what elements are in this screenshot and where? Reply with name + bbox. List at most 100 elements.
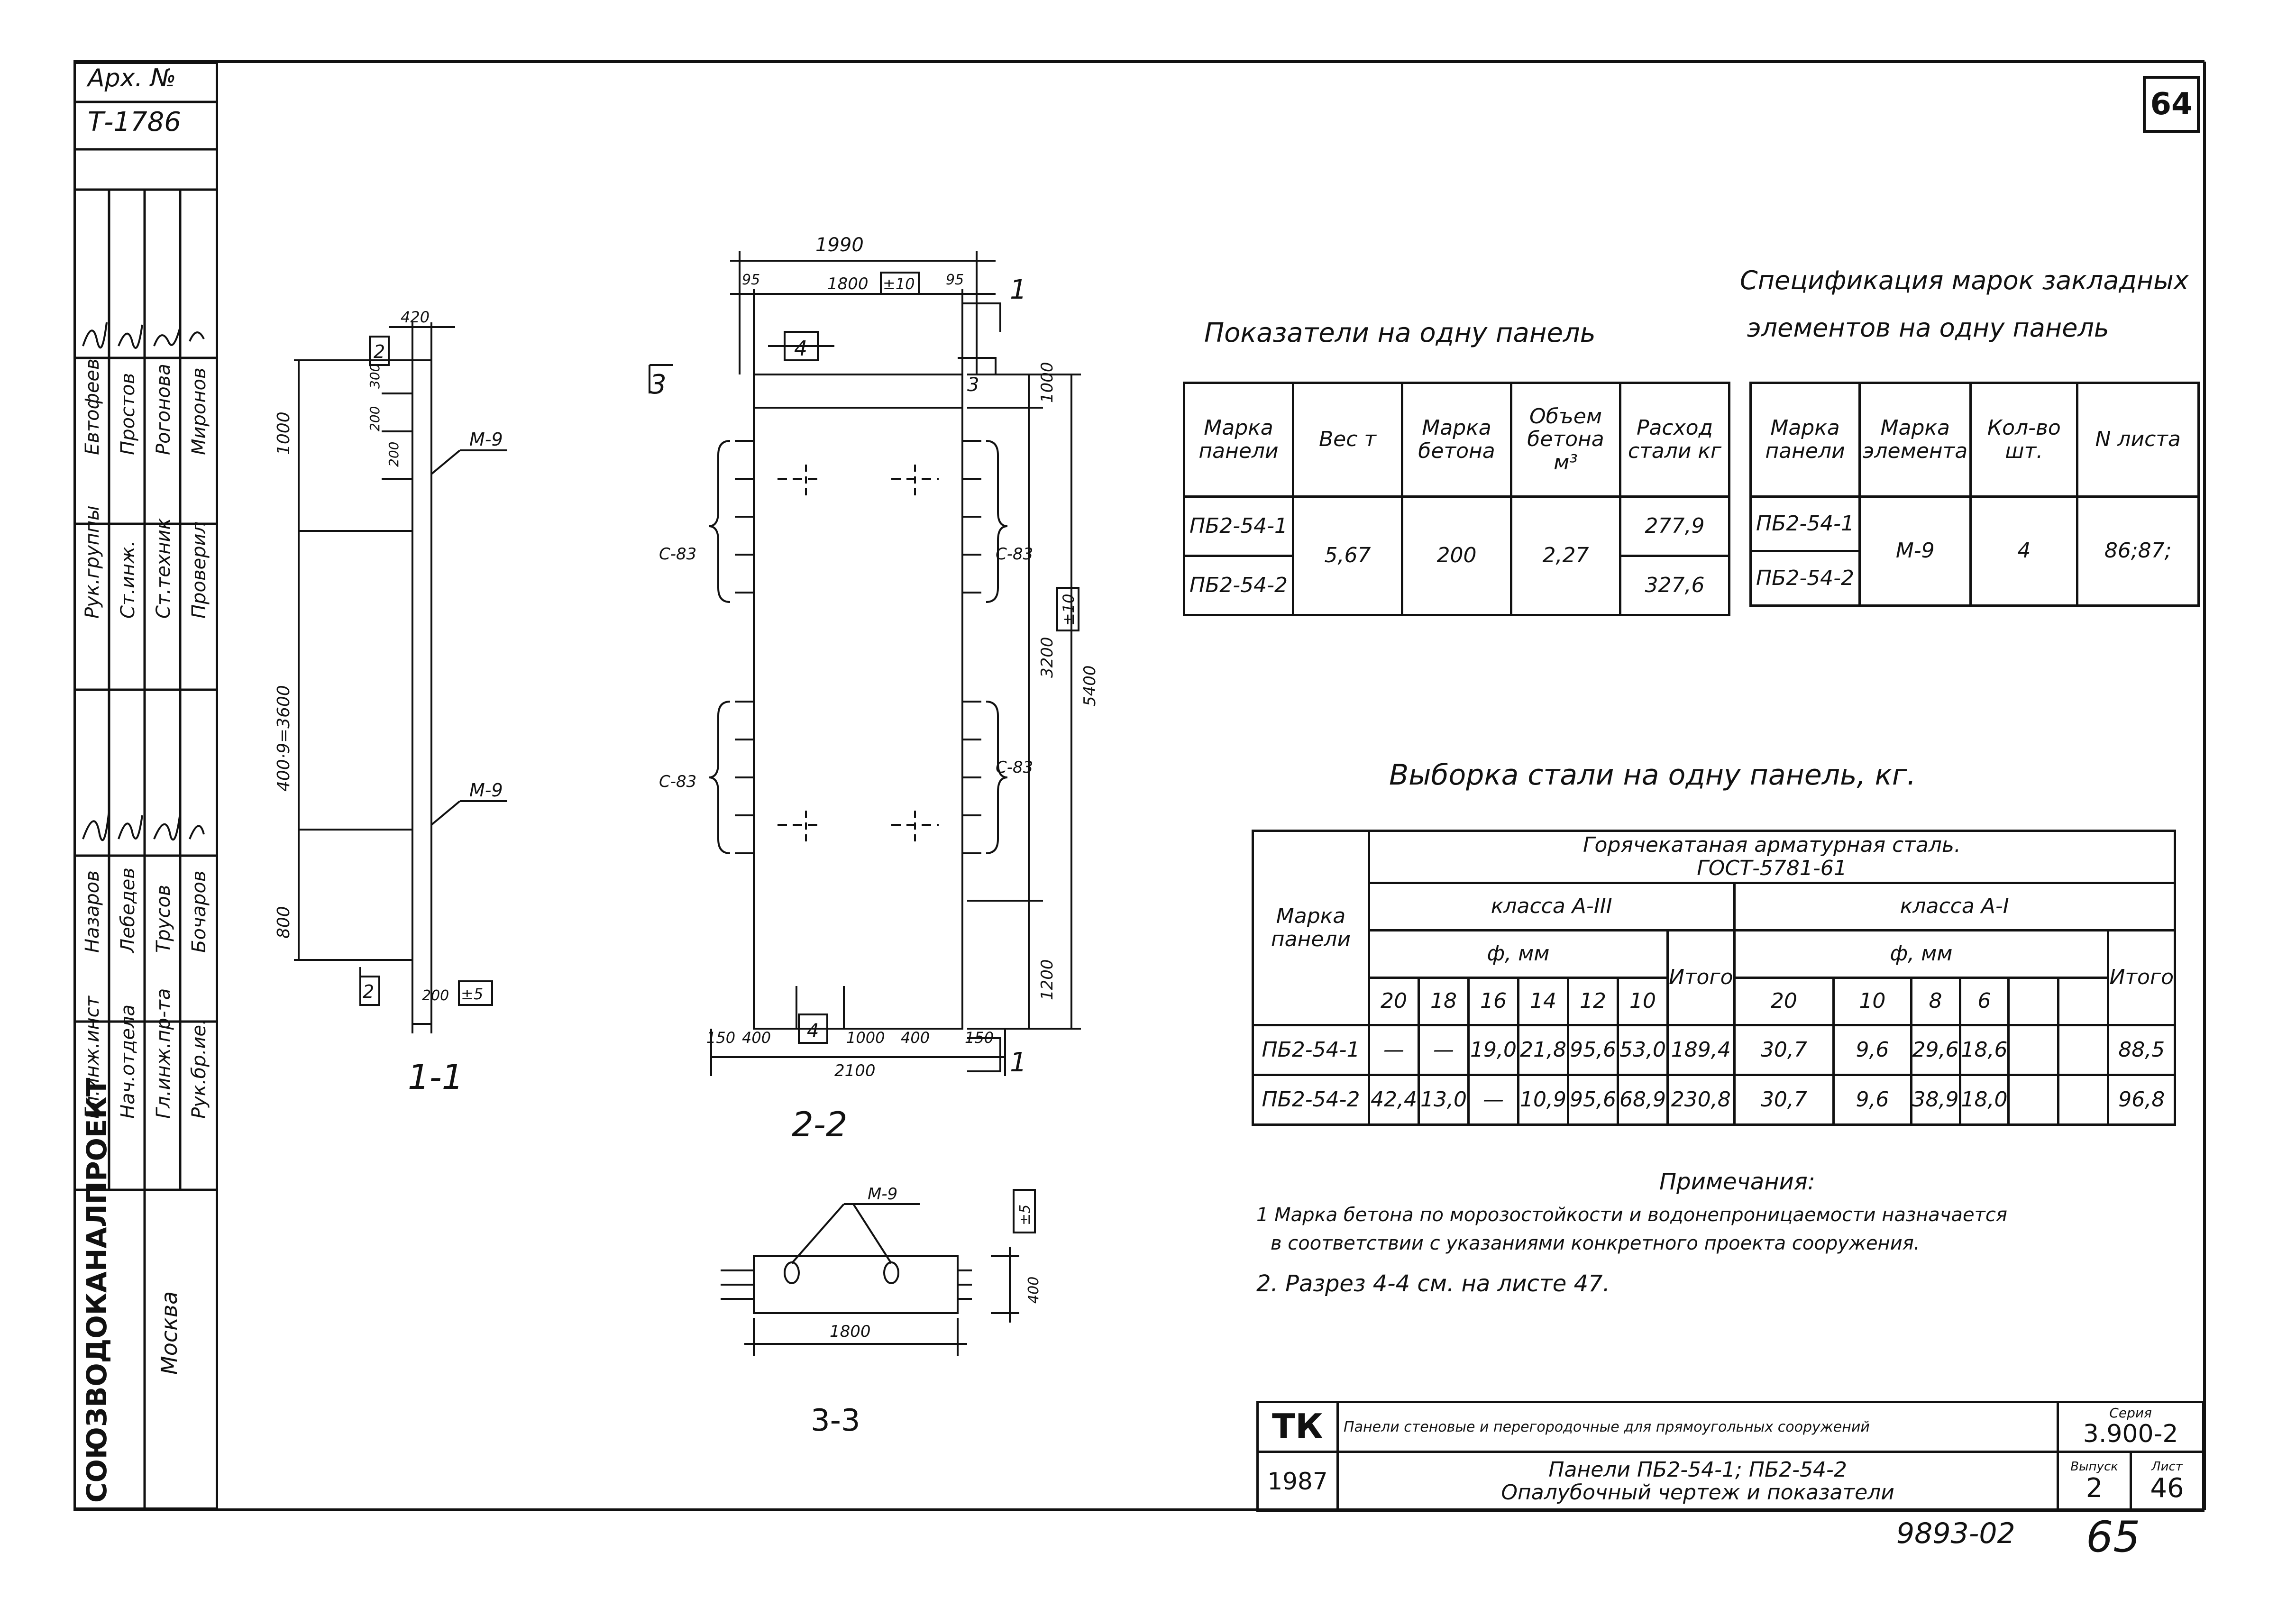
table3-diam-a1-3: 8 <box>1910 977 1961 1026</box>
table1-header-volume: Объем бетона м³ <box>1510 382 1621 498</box>
table3-row2-mark: ПБ2-54-2 <box>1252 1074 1370 1126</box>
table3-row1-a3-total: 189,4 <box>1666 1024 1736 1076</box>
table3-diam-a3-5: 12 <box>1567 977 1619 1026</box>
footer-doc-number: 9893-02 <box>1896 1517 2015 1550</box>
table3-header-mark: Марка панели <box>1252 830 1370 1026</box>
title-block-year: 1987 <box>1256 1451 1339 1512</box>
table1-row2-mark: ПБ2-54-2 <box>1183 555 1294 616</box>
table3-phi-a3: ф, мм <box>1368 929 1669 979</box>
table3-row2-a3-3: — <box>1467 1074 1519 1126</box>
section-2-2-dim-h-total: 5400 <box>1080 665 1099 706</box>
section-2-2-dim-b5: 150 <box>965 1029 994 1047</box>
title-block-sheet: 46 <box>2150 1472 2184 1504</box>
section-2-2-dim-b1: 150 <box>706 1029 735 1047</box>
table3-itogo-a1: Итого <box>2107 929 2176 1026</box>
section-2-2-cut-1-bottom: 1 <box>1010 1047 1027 1076</box>
stamp-name-1: Назаров <box>82 870 103 953</box>
table2-header-element: Марка элемента <box>1858 382 1972 498</box>
table3-row2-a1-2: 9,6 <box>1832 1074 1912 1126</box>
stamp-position-4: Рук.бр.ие. <box>188 1019 210 1119</box>
footer-page: 65 <box>2086 1512 2140 1562</box>
section-2-2-dim-h-tol: ±10 <box>1060 593 1078 626</box>
table2-header-mark: Марка панели <box>1749 382 1861 498</box>
section-2-2-mark-4: С-83 <box>996 758 1033 777</box>
section-2-2-dim-inner: 1800 <box>827 274 869 293</box>
section-1-1-mark-mid: М-9 <box>469 780 503 801</box>
table2-title-line1: Спецификация марок закладных <box>1740 265 2189 295</box>
table3-row1-a1-2: 9,6 <box>1832 1024 1912 1076</box>
section-3-3-drawing: М-9 1800 400 ±5 <box>721 1185 1042 1356</box>
archive-number: Т-1786 <box>88 107 181 137</box>
title-block-description: Панели стеновые и перегородочные для пря… <box>1336 1401 2059 1453</box>
table1-row1-mark: ПБ2-54-1 <box>1183 495 1294 557</box>
section-2-2-drawing: 1990 1800 ±10 95 95 1 3 3 4 1000 3200 ±1… <box>649 234 1099 1076</box>
title-block-org-code: ТК <box>1256 1401 1339 1453</box>
table3-row1-a1-6 <box>2057 1024 2110 1076</box>
section-1-1-dim-base: 200 <box>422 987 449 1004</box>
table3-diam-a1-6 <box>2057 977 2110 1026</box>
table3-row1-a1-5 <box>2007 1024 2060 1076</box>
section-1-1-dim-1: 1000 <box>274 411 293 455</box>
table3-diam-a1-4: 6 <box>1958 977 2010 1026</box>
title-block-name-cell: Панели ПБ2-54-1; ПБ2-54-2 Опалубочный че… <box>1336 1451 2059 1512</box>
notes-item-1: 1 Марка бетона по морозостойкости и водо… <box>1256 1204 2007 1226</box>
section-3-3-label: 3-3 <box>811 1403 860 1438</box>
table2-title-line2: элементов на одну панель <box>1747 313 2109 343</box>
sheet-number-top: 64 <box>2150 87 2193 122</box>
table3-itogo-a3: Итого <box>1666 929 1736 1026</box>
table1-weight: 5,67 <box>1292 495 1403 616</box>
table3-diam-a3-6: 10 <box>1617 977 1669 1026</box>
section-3-3-mark: М-9 <box>868 1185 897 1204</box>
section-2-2-dim-b3: 1000 <box>846 1029 885 1047</box>
section-2-2-dim-h2: 3200 <box>1038 637 1057 678</box>
table1-volume: 2,27 <box>1510 495 1621 616</box>
table1: Марка панели Вес т Марка бетона Объем бе… <box>1183 382 1730 616</box>
section-2-2-dim-h1: 1000 <box>1038 362 1057 403</box>
table3-phi-a1: ф, мм <box>1733 929 2110 979</box>
table3-diam-a3-3: 16 <box>1467 977 1519 1026</box>
table2: Марка панели Марка элемента Кол-во шт. N… <box>1749 382 2200 607</box>
section-1-1-dim-4: 200 <box>367 406 383 431</box>
table3-row1-a3-3: 19,0 <box>1467 1024 1519 1076</box>
table2-row2-mark: ПБ2-54-2 <box>1749 550 1861 607</box>
table3-diam-a1-1: 20 <box>1733 977 1835 1026</box>
section-1-1-dim-3: 800 <box>274 906 293 939</box>
table1-title: Показатели на одну панель <box>1204 318 1596 348</box>
section-1-1-cut-top: 2 <box>374 341 385 362</box>
section-2-2-mark-2: С-83 <box>996 545 1033 564</box>
title-block-sheet-cell: Лист 46 <box>2129 1451 2205 1512</box>
section-1-1-cut-bottom: 2 <box>363 981 374 1002</box>
table1-header-concrete: Марка бетона <box>1401 382 1512 498</box>
table3-row1-a3-6: 53,0 <box>1617 1024 1669 1076</box>
stamp-position-3: Гл.инж.пр-та <box>153 988 174 1119</box>
table3-row1-a1-4: 18,6 <box>1958 1024 2010 1076</box>
section-2-2-cut-3-right: 3 <box>967 374 979 396</box>
table2-qty: 4 <box>1969 495 2079 607</box>
table2-element: М-9 <box>1858 495 1972 607</box>
table3-row1-a1-1: 30,7 <box>1733 1024 1835 1076</box>
table1-header-steel: Расход стали кг <box>1619 382 1730 498</box>
table1-header-mark: Марка панели <box>1183 382 1294 498</box>
sheet-number-box: 64 <box>2143 76 2200 133</box>
table3-row1-a1-total: 88,5 <box>2107 1024 2176 1076</box>
notes-title: Примечания: <box>1659 1169 1815 1195</box>
title-block-issue: 2 <box>2086 1472 2103 1504</box>
table1-row1-steel: 277,9 <box>1619 495 1730 557</box>
section-1-1-dim-top: 420 <box>401 308 430 326</box>
stamp-name-3: Трусов <box>153 885 174 953</box>
section-2-2-dim-overall: 1990 <box>815 234 864 256</box>
table3-row1-mark: ПБ2-54-1 <box>1252 1024 1370 1076</box>
title-block-sheet-label: Лист <box>2151 1459 2183 1474</box>
table3-class-a3: класса А-III <box>1368 882 1736 931</box>
organization-name: СОЮЗВОДОКАНАЛПРОЕКТ <box>81 1077 113 1503</box>
table1-concrete: 200 <box>1401 495 1512 616</box>
table3-row1-a3-1: — <box>1368 1024 1420 1076</box>
section-2-2-cut-1-top: 1 <box>1010 274 1027 305</box>
table3-diam-a3-2: 18 <box>1418 977 1470 1026</box>
section-2-2-dim-h3: 1200 <box>1038 959 1057 1000</box>
stamp-name-2: Лебедев <box>117 867 139 953</box>
table2-sheet: 86;87; <box>2076 495 2200 607</box>
section-2-2-cut-3-left: 3 <box>649 369 667 400</box>
table3-class-a1: класса А-I <box>1733 882 2177 931</box>
